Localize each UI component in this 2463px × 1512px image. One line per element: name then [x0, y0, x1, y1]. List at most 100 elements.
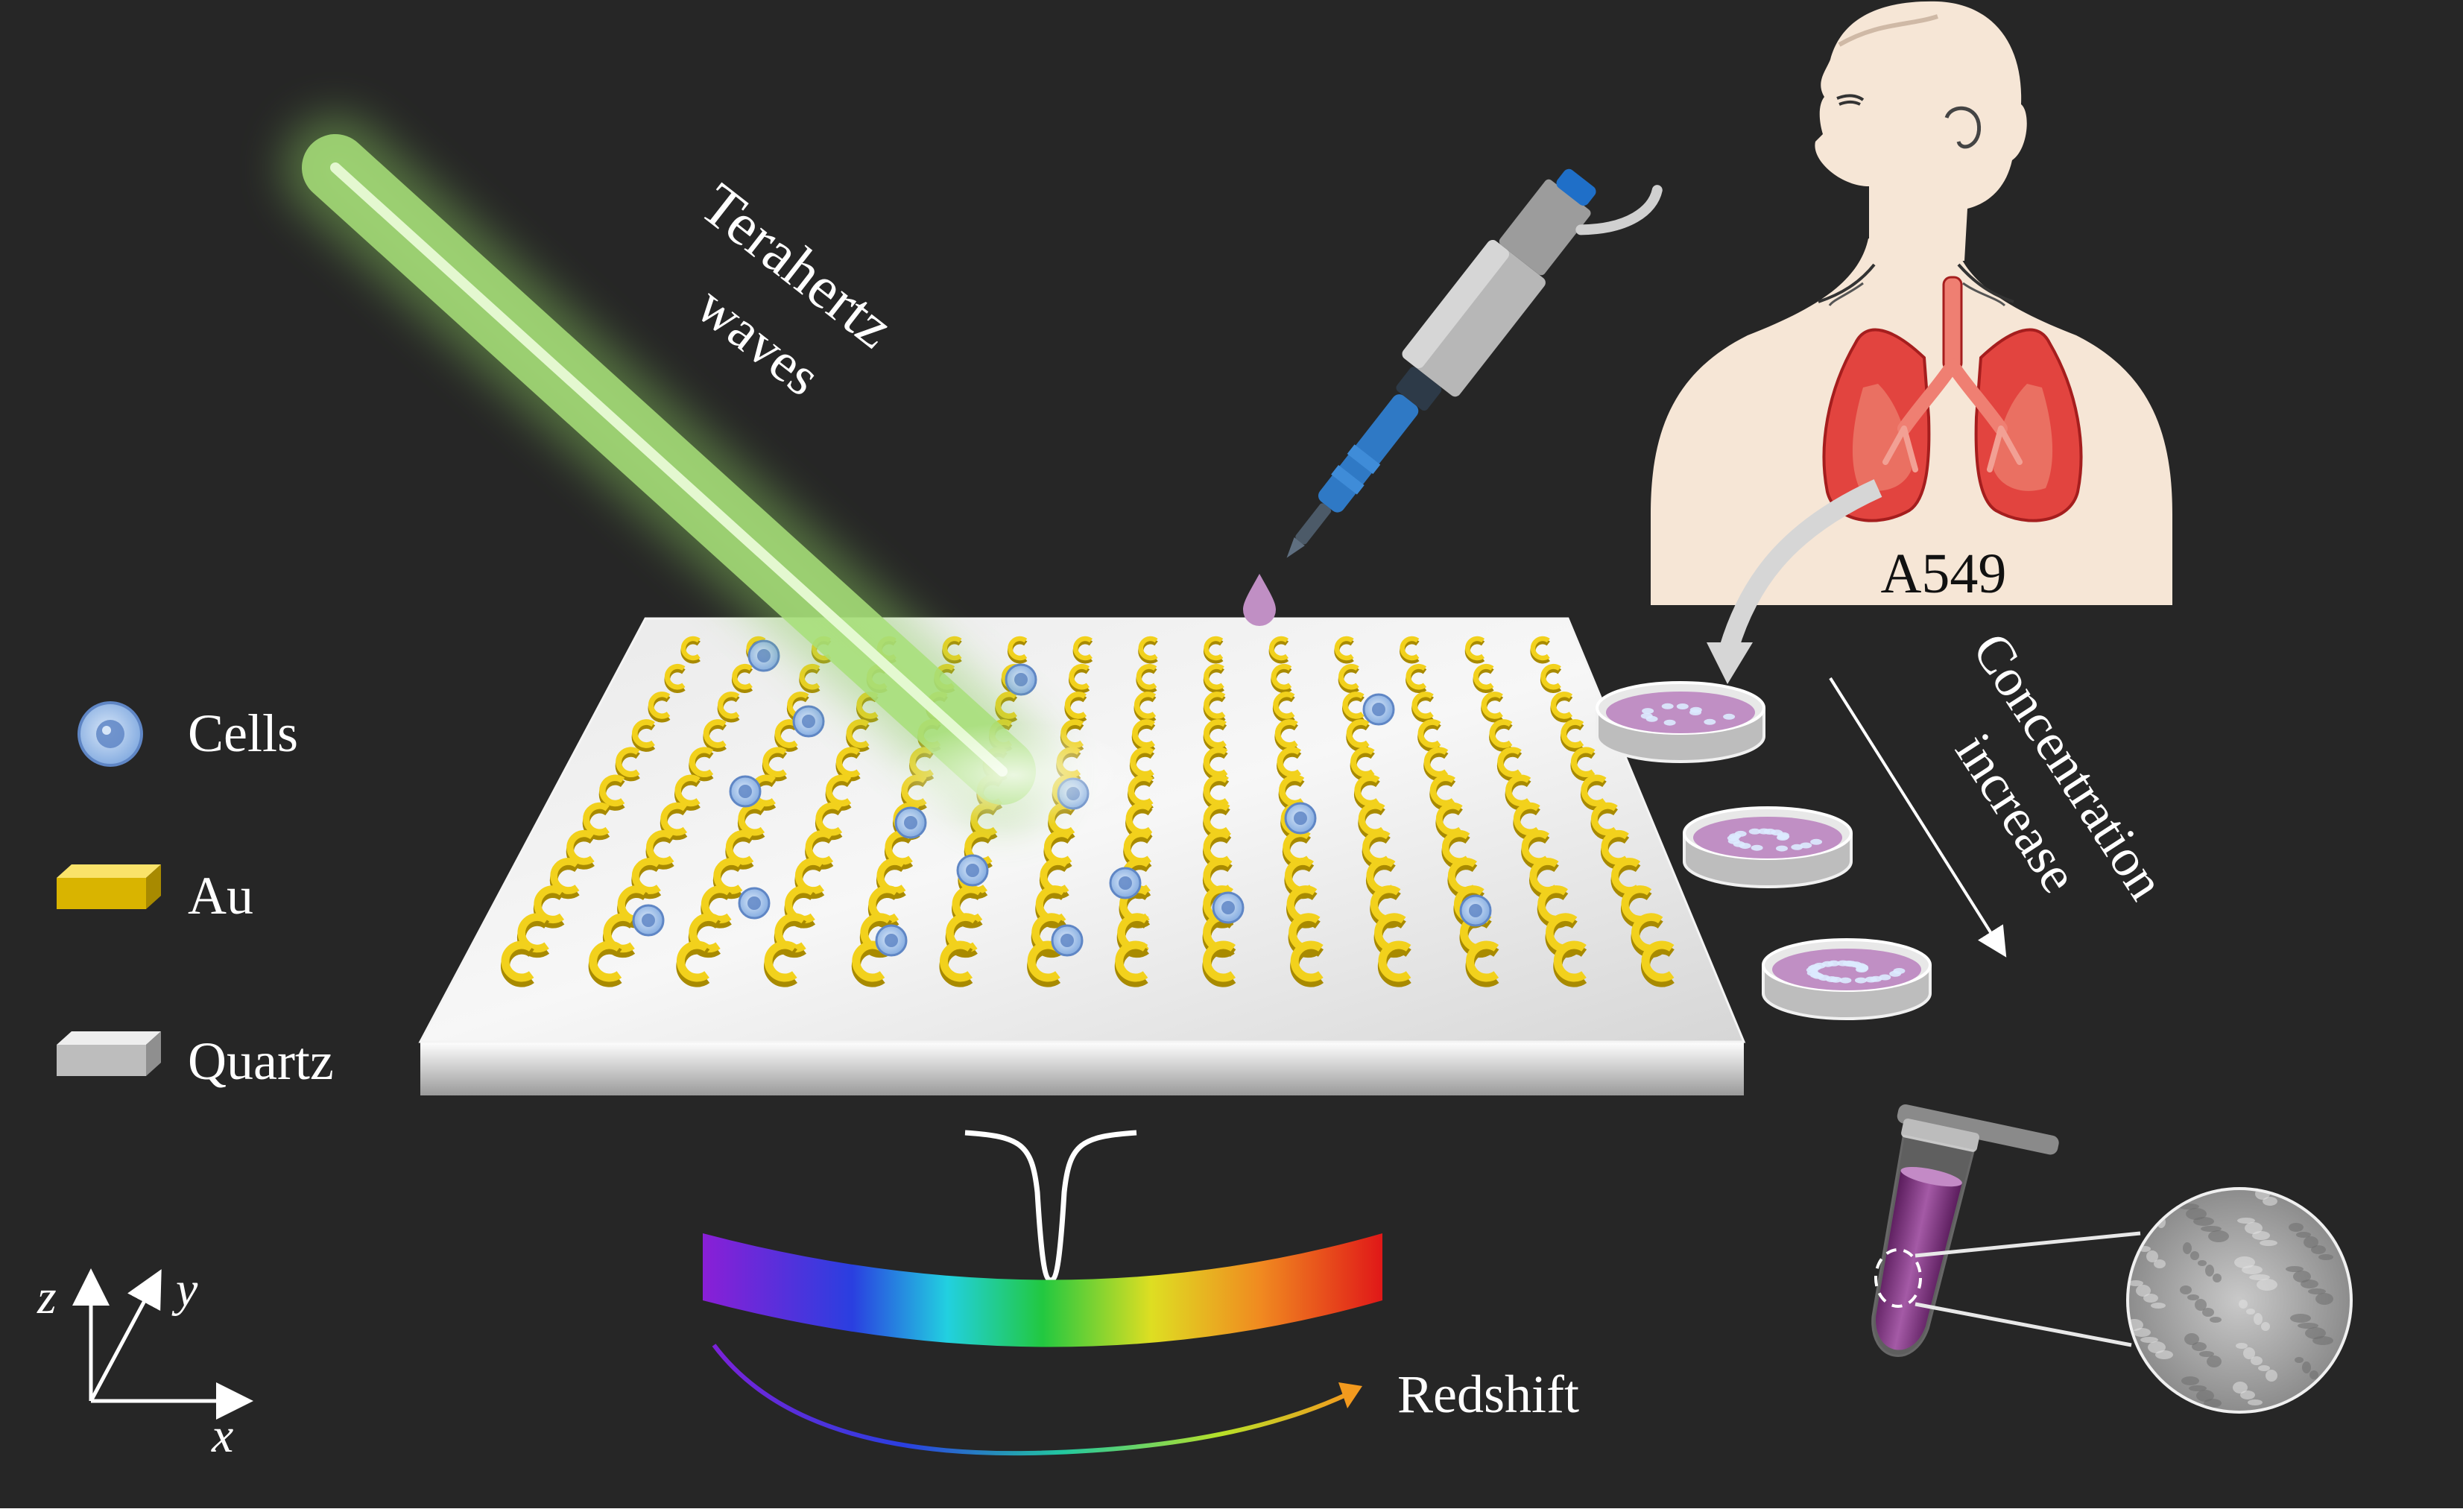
redshift-arrow-head: [1338, 1382, 1362, 1408]
gold-split-ring: [533, 885, 565, 929]
cell-icon: [1051, 924, 1084, 957]
cell-icon: [738, 887, 771, 920]
redshift-label: Redshift: [1397, 1364, 1579, 1424]
sample-arrow: [1719, 479, 1882, 651]
gold-resonator-array: [501, 636, 1675, 987]
gold-split-ring: [566, 829, 595, 870]
gold-split-ring: [1550, 692, 1573, 723]
terahertz-beam: [283, 116, 1140, 827]
gold-split-ring: [851, 940, 885, 987]
gold-split-ring: [1406, 663, 1427, 693]
gold-split-ring: [1202, 940, 1236, 987]
gold-split-ring: [1411, 692, 1434, 723]
gold-split-ring: [1203, 636, 1224, 664]
cells-on-plate: [632, 639, 1492, 957]
concentration-arrow: [1829, 677, 2007, 958]
gold-split-ring: [1271, 663, 1292, 693]
gold-split-ring: [701, 885, 732, 929]
gold-split-ring: [689, 747, 714, 782]
gold-split-ring: [1377, 940, 1411, 987]
gold-split-ring: [825, 774, 852, 811]
gold-split-ring: [717, 692, 740, 723]
petri-dishes: [1596, 681, 1932, 1020]
axis-label-z: z: [37, 1270, 57, 1324]
gold-split-ring: [1338, 663, 1359, 693]
cell-icon: [1459, 894, 1492, 927]
cell-icon: [1362, 693, 1395, 726]
gold-split-ring: [501, 940, 534, 987]
gold-split-ring: [1268, 636, 1289, 664]
legend-label-au: Au: [188, 866, 253, 926]
legend-label-cells: Cells: [188, 703, 298, 763]
gold-split-ring: [598, 774, 625, 811]
spectrum-band: [703, 1233, 1382, 1347]
gold-split-ring: [731, 663, 753, 693]
gold-split-ring: [939, 940, 973, 987]
petri-dish-icon: [1683, 806, 1853, 888]
zoom-line-bottom: [1915, 1302, 2132, 1347]
quartz-block-icon: [57, 1031, 161, 1076]
gold-split-ring: [648, 692, 671, 723]
cell-icon: [1284, 802, 1317, 835]
gold-split-ring: [737, 802, 765, 841]
axis-label-y: y: [171, 1262, 198, 1317]
gold-split-ring: [676, 940, 710, 987]
cell-icon: [956, 854, 989, 887]
gold-split-ring: [1136, 663, 1157, 693]
gold-split-ring: [1400, 636, 1420, 664]
gold-split-ring: [1641, 940, 1675, 987]
gold-split-ring: [835, 747, 861, 782]
gold-split-ring: [615, 747, 640, 782]
gold-split-ring: [1530, 636, 1550, 664]
gold-split-ring: [846, 719, 870, 752]
gold-split-ring: [1489, 719, 1513, 752]
gold-split-ring: [703, 719, 727, 752]
gold-split-ring: [1290, 940, 1324, 987]
cell-icon: [1005, 663, 1037, 696]
gold-split-ring: [1138, 636, 1158, 664]
gold-split-ring: [1027, 940, 1061, 987]
petri-dish-icon: [1596, 681, 1765, 763]
coordinate-axes: [72, 1268, 253, 1420]
gold-split-ring: [712, 858, 743, 899]
beam-spot: [887, 723, 1140, 827]
gold-split-ring: [664, 663, 686, 693]
gold-split-ring: [1072, 636, 1093, 664]
gold-split-ring: [725, 829, 754, 870]
cell-icon: [632, 904, 665, 937]
gold-split-ring: [1570, 747, 1596, 782]
cell-icon: [1109, 867, 1142, 899]
gold-split-ring: [1203, 663, 1224, 693]
gold-split-ring: [516, 913, 550, 958]
gold-split-ring: [1342, 692, 1365, 723]
axis-label-x: x: [211, 1408, 233, 1463]
gold-split-ring: [660, 802, 688, 841]
tube-icon: [1871, 1104, 2059, 1357]
gold-block-icon: [57, 864, 161, 909]
gold-split-ring: [549, 858, 580, 899]
gold-split-ring: [1334, 636, 1354, 664]
gold-split-ring: [1553, 940, 1587, 987]
cell-icon: [894, 806, 927, 839]
gold-split-ring: [1069, 663, 1090, 693]
microscope-zoom-icon: [2126, 1187, 2353, 1414]
gold-split-ring: [1464, 636, 1485, 664]
gold-split-ring: [1007, 636, 1028, 664]
gold-split-ring: [815, 802, 843, 841]
quartz-plate-side: [420, 1042, 1744, 1095]
metasurface-plate: [418, 617, 1746, 1095]
gold-split-ring: [631, 719, 656, 752]
lungs-icon: [1822, 276, 2083, 522]
cell-icon: [747, 639, 780, 672]
gold-split-ring: [1540, 663, 1562, 693]
zoom-line-top: [1915, 1231, 2141, 1258]
gold-split-ring: [680, 636, 701, 664]
petri-dish-icon: [1762, 938, 1932, 1020]
gold-split-ring: [1114, 940, 1148, 987]
cell-icon: [78, 701, 143, 767]
gold-split-ring: [645, 829, 674, 870]
droplet: [1243, 574, 1276, 626]
gold-split-ring: [631, 858, 662, 899]
